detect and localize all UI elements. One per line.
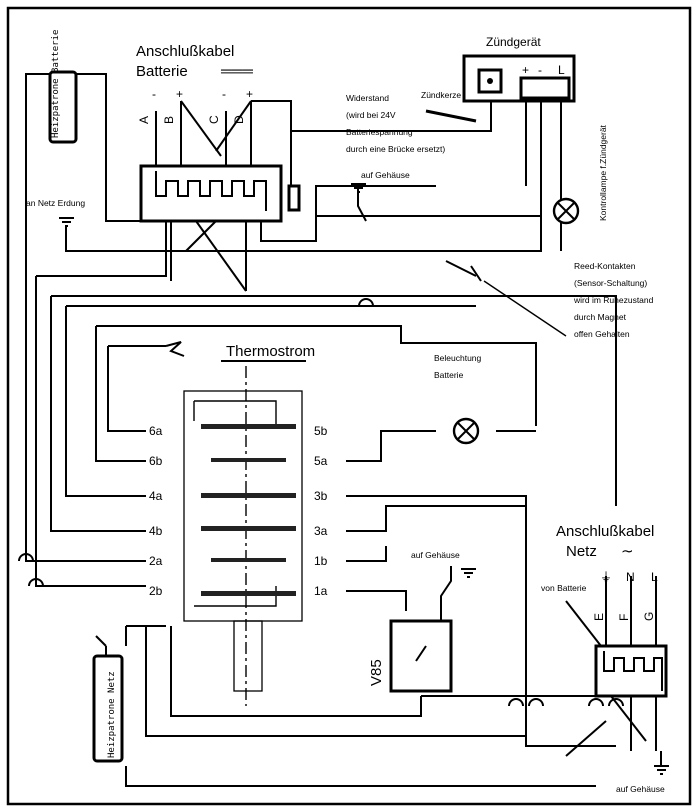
- svg-text:Beleuchtung: Beleuchtung: [434, 353, 482, 363]
- terminal-a: A: [137, 116, 151, 124]
- diagram-frame: Heizpatrone Batterie Anschlußkabel Batte…: [6, 6, 692, 806]
- svg-text:-: -: [222, 87, 226, 101]
- lighting-lamp: Beleuchtung Batterie: [434, 353, 482, 445]
- svg-text:L: L: [651, 570, 658, 584]
- battery-connector: Anschlußkabel Batterie ═══ A B C D - + -…: [136, 43, 283, 223]
- svg-text:Batteriespannung: Batteriespannung: [346, 127, 413, 137]
- battery-cable-title: Anschlußkabel: [136, 43, 234, 60]
- svg-text:Reed-Kontakten: Reed-Kontakten: [574, 261, 636, 271]
- svg-text:F: F: [617, 614, 631, 621]
- terminal-b: B: [162, 116, 176, 124]
- mains-connector: Anschlußkabel Netz ∼ ⏚ N L von Batterie …: [541, 523, 668, 698]
- svg-text:1b: 1b: [314, 554, 328, 568]
- mains-cable-title: Anschlußkabel: [556, 523, 654, 540]
- svg-text:5a: 5a: [314, 454, 328, 468]
- svg-text:4b: 4b: [149, 524, 163, 538]
- outer-border: [6, 6, 692, 806]
- case-top-label: auf Gehäuse: [361, 170, 410, 180]
- svg-text:5b: 5b: [314, 424, 328, 438]
- earth-net-label: an Netz Erdung: [26, 198, 85, 208]
- svg-text:N: N: [626, 570, 635, 584]
- heater-mains-label: Heizpatrone Netz: [107, 671, 117, 758]
- thermostat-label: Thermostrom: [226, 343, 315, 360]
- crossings: [18, 298, 624, 707]
- battery-cable-subtitle: Batterie: [136, 63, 188, 80]
- case-bottom-label: auf Gehäuse: [616, 784, 665, 794]
- svg-text:⏚: ⏚: [600, 570, 612, 584]
- terminal-c: C: [207, 115, 221, 124]
- svg-text:+: +: [176, 87, 183, 101]
- mains-cable-subtitle: Netz: [566, 543, 597, 560]
- svg-text:═══: ═══: [220, 63, 253, 80]
- svg-text:G: G: [642, 612, 656, 621]
- ignition-device: Zündgerät + - L: [462, 35, 576, 103]
- svg-text:2b: 2b: [149, 584, 163, 598]
- from-battery-label: von Batterie: [541, 583, 587, 593]
- svg-text:durch eine Brücke ersetzt): durch eine Brücke ersetzt): [346, 144, 445, 154]
- earth-icon: [59, 217, 74, 227]
- svg-text:+: +: [246, 87, 253, 101]
- wiring-diagram: Heizpatrone Batterie Anschlußkabel Batte…: [6, 6, 692, 806]
- v85-label: V85: [368, 659, 385, 686]
- thermo-contacts-left: 6a 6b 4a 4b 2a 2b: [149, 424, 163, 598]
- svg-text:1a: 1a: [314, 584, 328, 598]
- svg-text:offen Gehalten: offen Gehalten: [574, 329, 630, 339]
- svg-text:L: L: [558, 63, 565, 77]
- svg-text:3b: 3b: [314, 489, 328, 503]
- thermo-contacts-right: 5b 5a 3b 3a 1b 1a: [314, 424, 328, 598]
- svg-text:-: -: [538, 63, 542, 77]
- heater-battery: Heizpatrone Batterie: [48, 30, 78, 144]
- control-lamp-label: Kontrollampe f.Zündgerät: [598, 124, 608, 221]
- svg-text:2a: 2a: [149, 554, 163, 568]
- svg-text:6b: 6b: [149, 454, 163, 468]
- svg-text:-: -: [152, 87, 156, 101]
- svg-text:durch Magnet: durch Magnet: [574, 312, 627, 322]
- resistor: [287, 184, 301, 212]
- ignition-device-label: Zündgerät: [486, 35, 541, 49]
- heater-mains: Heizpatrone Netz: [92, 654, 124, 763]
- svg-text:6a: 6a: [149, 424, 163, 438]
- spark-plug: [425, 109, 477, 123]
- spark-plug-label: Zündkerze: [421, 90, 461, 100]
- reed-pointer: [483, 280, 567, 337]
- svg-text:wird im Ruhezustand: wird im Ruhezustand: [573, 295, 654, 305]
- svg-text:Widerstand: Widerstand: [346, 93, 389, 103]
- thermostat-block: Thermostrom: [165, 341, 315, 706]
- v85-box: V85: [368, 619, 453, 693]
- svg-text:Batterie: Batterie: [434, 370, 464, 380]
- svg-text:E: E: [592, 613, 606, 621]
- control-lamp: Kontrollampe f.Zündgerät: [552, 124, 608, 225]
- svg-text:3a: 3a: [314, 524, 328, 538]
- svg-text:4a: 4a: [149, 489, 163, 503]
- svg-text:(wird bei 24V: (wird bei 24V: [346, 110, 396, 120]
- wires: [25, 73, 662, 787]
- ground-icon: [351, 183, 366, 193]
- svg-text:+: +: [522, 63, 529, 77]
- case-right-label: auf Gehäuse: [411, 550, 460, 560]
- terminal-d: D: [232, 115, 246, 124]
- svg-text:(Sensor-Schaltung): (Sensor-Schaltung): [574, 278, 647, 288]
- heater-battery-label: Heizpatrone Batterie: [51, 30, 61, 138]
- svg-text:∼: ∼: [621, 543, 634, 560]
